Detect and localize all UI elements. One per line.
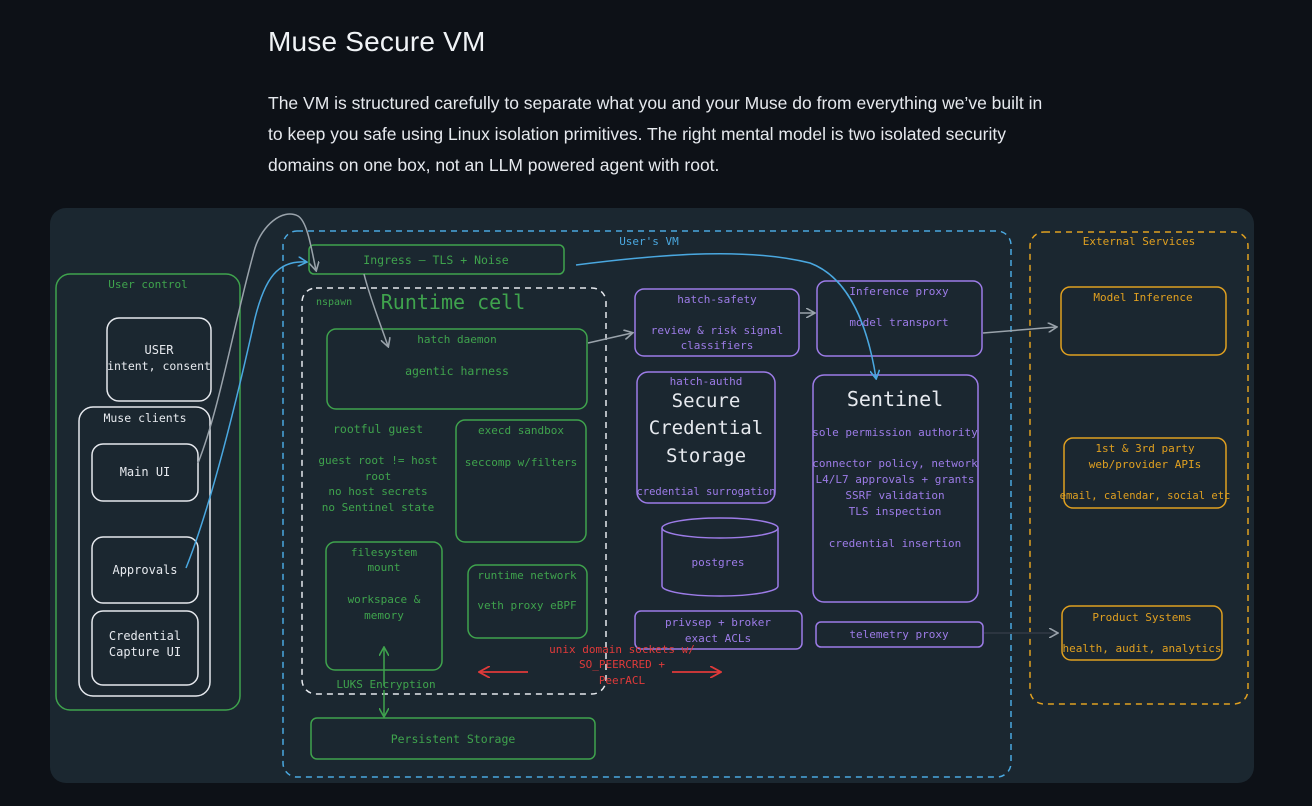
inference-proxy-title: Inference proxy <box>849 285 949 298</box>
rootful-line-1: guest root != host <box>318 454 437 467</box>
inference-proxy-box <box>816 280 983 357</box>
hatch-daemon-body: agentic harness <box>405 364 509 378</box>
persistent-storage-label: Persistent Storage <box>391 732 516 746</box>
rootful-line-2: root <box>365 470 392 483</box>
privsep-line-1: privsep + broker <box>665 616 771 629</box>
product-systems-body: health, audit, analytics <box>1063 642 1222 655</box>
credential-capture-label-2: Capture UI <box>109 645 181 659</box>
provider-apis-line-2: web/provider APIs <box>1089 458 1202 471</box>
muse-clients-box <box>78 406 211 697</box>
arrow-mainui-to-ingress <box>197 213 316 464</box>
product-systems-title: Product Systems <box>1092 611 1191 624</box>
uds-note-line-2: SO_PEERCRED + <box>579 658 665 671</box>
postgres-cylinder: postgres <box>661 517 779 597</box>
arrow-approvals-to-ingress <box>185 262 306 569</box>
telemetry-proxy-label: telemetry proxy <box>849 628 949 641</box>
product-systems-box <box>1061 605 1223 661</box>
model-inference-label: Model Inference <box>1093 291 1192 304</box>
intro-paragraph: The VM is structured carefully to separa… <box>268 93 1043 175</box>
ingress-label: Ingress – TLS + Noise <box>363 253 508 267</box>
execd-sandbox-body: seccomp w/filters <box>465 456 578 469</box>
users-vm-label: User's VM <box>619 235 679 248</box>
user-control-label: User control <box>108 278 187 291</box>
approvals-label: Approvals <box>112 563 177 577</box>
muse-clients-label: Muse clients <box>103 411 186 425</box>
runtime-network-title: runtime network <box>477 569 577 582</box>
user-box <box>106 317 212 402</box>
hatch-safety-title: hatch-safety <box>677 293 757 306</box>
privsep-broker-box <box>634 610 803 650</box>
credential-capture-box <box>91 610 199 686</box>
sentinel-line-3: L4/L7 approvals + grants <box>816 473 975 486</box>
ingress-box <box>308 244 565 275</box>
uds-note-line-3: PeerACL <box>599 674 646 687</box>
postgres-label: postgres <box>692 556 745 569</box>
provider-apis-box <box>1063 437 1227 509</box>
persistent-storage-box <box>310 717 596 760</box>
page-title: Muse Secure VM <box>268 26 486 57</box>
external-services-group: External Services Model Inference 1st & … <box>1029 231 1249 705</box>
filesystem-title-2: mount <box>367 561 400 574</box>
runtime-network-body: veth proxy eBPF <box>477 599 576 612</box>
arrow-inference-to-model <box>982 327 1056 334</box>
sentinel-line-1: sole permission authority <box>812 426 978 439</box>
secure-credential-storage-line-3: Storage <box>666 445 746 467</box>
provider-apis-line-3: email, calendar, social etc <box>1060 490 1231 502</box>
arrow-ingress-to-sentinel <box>575 252 876 378</box>
rootful-line-3: no host secrets <box>328 485 427 498</box>
model-inference-box <box>1060 286 1227 356</box>
users-vm-group: User's VM Ingress – TLS + Noise nspawn R… <box>282 230 1012 778</box>
provider-apis-line-1: 1st & 3rd party <box>1095 442 1195 455</box>
sentinel-line-5: TLS inspection <box>849 505 942 518</box>
main-ui-box <box>91 443 199 502</box>
user-desc: intent, consent <box>107 359 211 373</box>
hatch-safety-line-1: review & risk signal <box>651 324 783 337</box>
hatch-authd-title: hatch-authd <box>670 375 743 388</box>
sentinel-box <box>812 374 979 603</box>
secure-credential-storage-line-2: Credential <box>649 417 763 439</box>
runtime-cell-label: Runtime cell <box>381 290 526 314</box>
rootful-guest-title: rootful guest <box>333 422 423 436</box>
luks-encryption-label: LUKS Encryption <box>336 678 435 691</box>
runtime-cell-box <box>301 287 607 695</box>
sentinel-line-4: SSRF validation <box>845 489 944 502</box>
filesystem-body-1: workspace & <box>348 593 421 606</box>
inference-proxy-body: model transport <box>849 316 948 329</box>
hatch-authd-box <box>636 371 776 504</box>
user-control-group: User control USER intent, consent Muse c… <box>55 273 241 711</box>
hatch-safety-box <box>634 288 800 357</box>
execd-sandbox-box <box>455 419 587 543</box>
execd-sandbox-title: execd sandbox <box>478 424 564 437</box>
filesystem-body-2: memory <box>364 609 404 622</box>
approvals-box <box>91 536 199 604</box>
connectors <box>185 213 1057 716</box>
runtime-network-box <box>467 564 588 639</box>
user-label: USER <box>145 343 175 357</box>
hatch-safety-line-2: classifiers <box>681 339 754 352</box>
uds-note-line-1: unix domain sockets w/ <box>549 643 695 656</box>
nspawn-label: nspawn <box>316 297 352 308</box>
secure-credential-storage-line-1: Secure <box>672 390 741 412</box>
arrow-daemon-to-safety <box>587 333 632 344</box>
rootful-line-4: no Sentinel state <box>322 501 435 514</box>
arrow-ingress-to-hatch-daemon <box>363 273 388 346</box>
sentinel-line-2: connector policy, network <box>812 457 978 470</box>
main-ui-label: Main UI <box>120 465 171 479</box>
hatch-daemon-title: hatch daemon <box>417 333 496 346</box>
sentinel-title: Sentinel <box>847 387 943 411</box>
privsep-line-2: exact ACLs <box>685 632 751 645</box>
architecture-diagram: User control USER intent, consent Muse c… <box>55 213 1249 778</box>
diagram-panel: User control USER intent, consent Muse c… <box>50 208 1254 783</box>
telemetry-proxy-box <box>815 621 984 648</box>
credential-capture-label-1: Credential <box>109 629 181 643</box>
hatch-authd-body: credential surrogation <box>636 486 775 498</box>
hatch-daemon-box <box>326 328 588 410</box>
sentinel-line-6: credential insertion <box>829 537 961 550</box>
filesystem-title-1: filesystem <box>351 546 418 559</box>
external-services-label: External Services <box>1083 235 1196 248</box>
